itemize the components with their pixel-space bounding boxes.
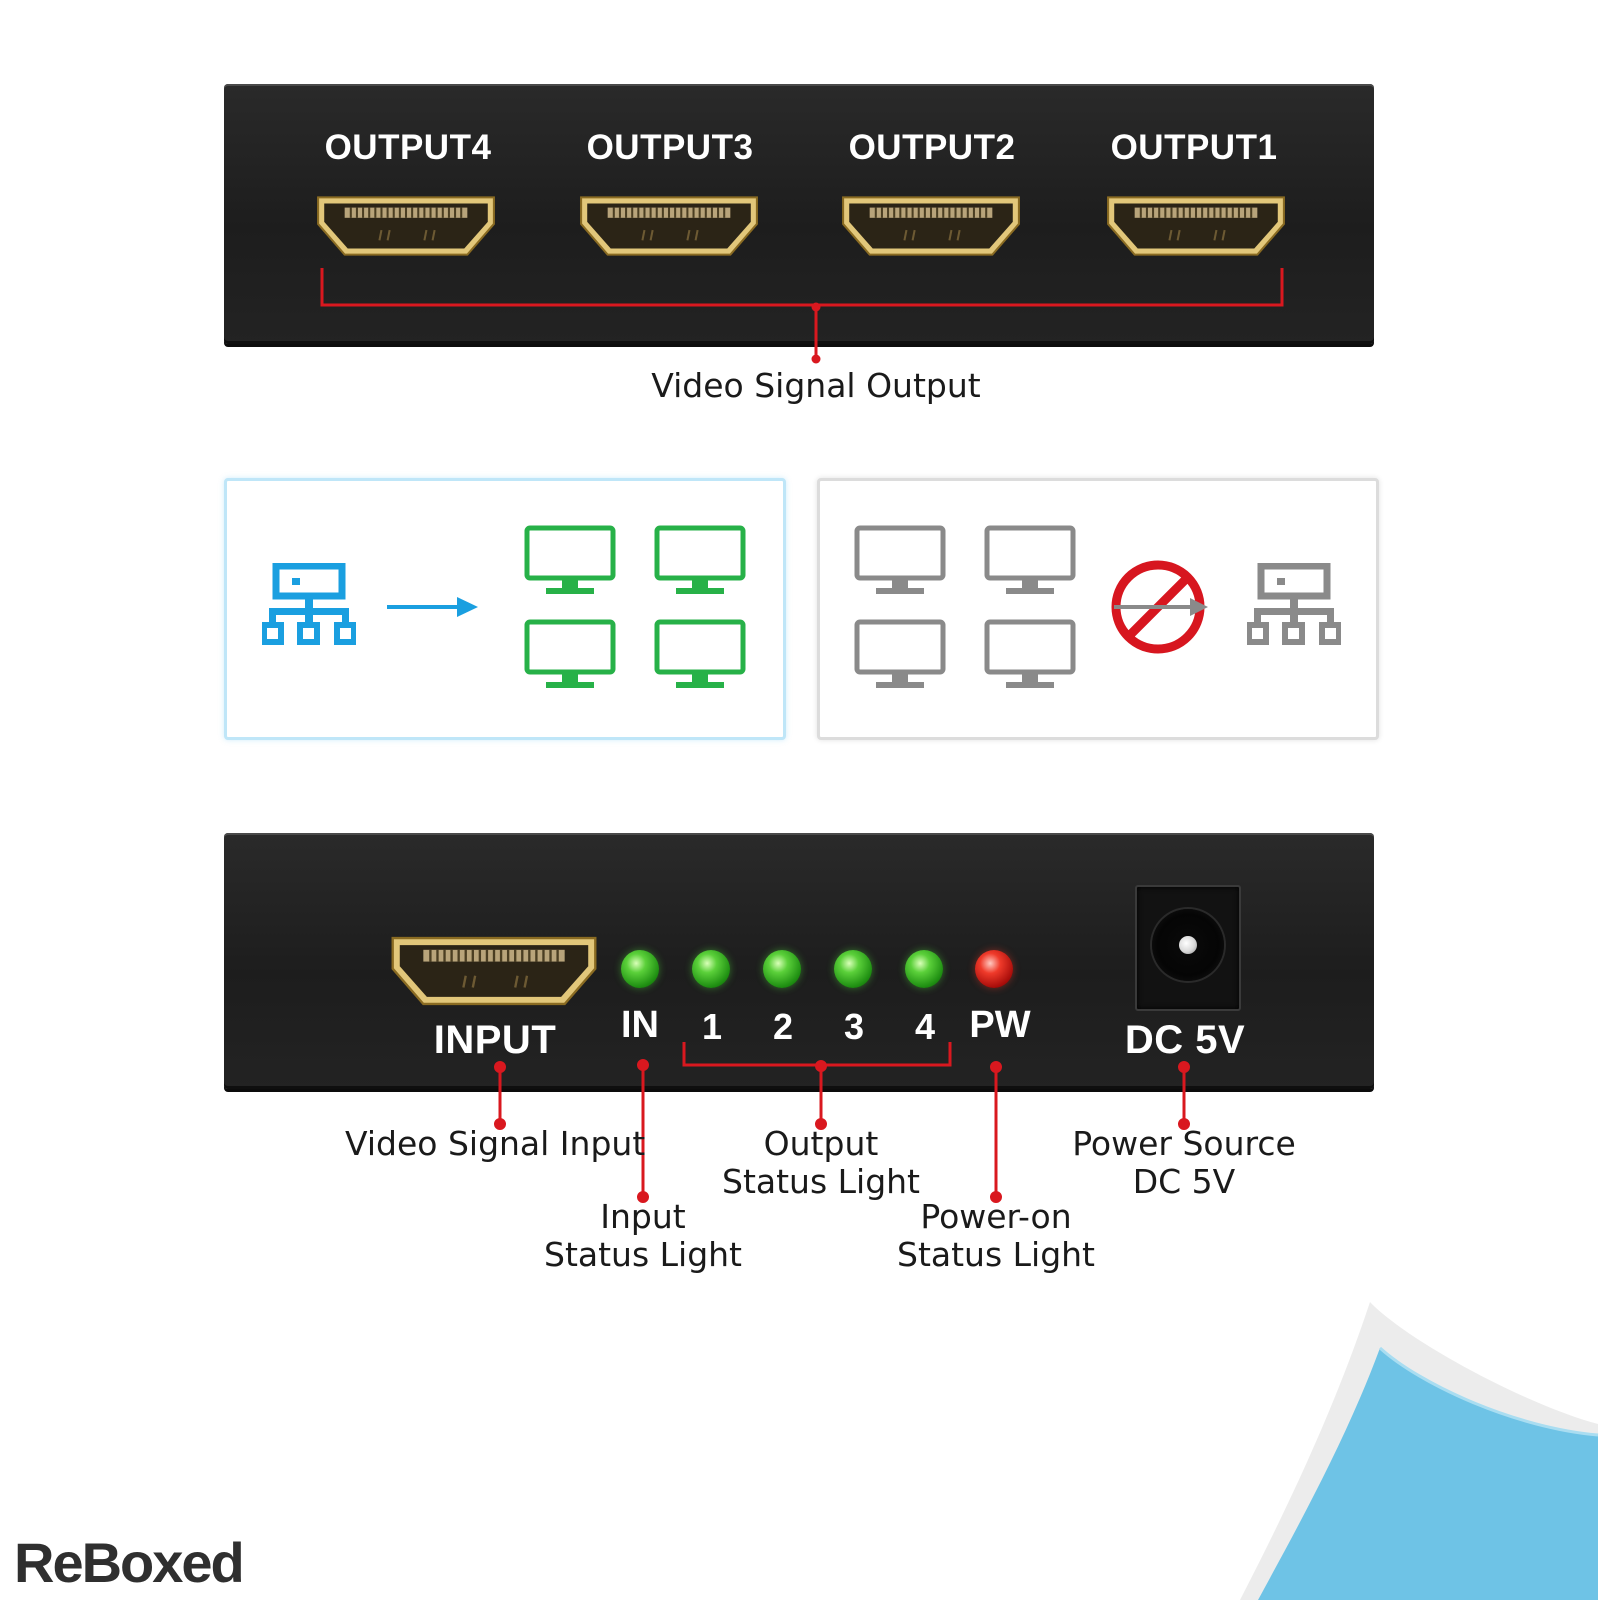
output-status-line1: Output (763, 1124, 879, 1163)
hdmi-output4-port[interactable] (314, 193, 498, 259)
led-label-4: 4 (914, 1006, 936, 1047)
dc-jack-pin (1179, 936, 1197, 954)
led-label-2: 2 (772, 1006, 794, 1047)
monitor-icon (984, 525, 1076, 597)
reboxed-logo: ReBoxed (14, 1531, 245, 1594)
input-status-light-label: Input Status Light (533, 1198, 753, 1274)
dc-power-jack[interactable] (1135, 885, 1241, 1011)
monitor-icon (524, 619, 616, 691)
led-in (621, 950, 659, 988)
output1-label: OUTPUT1 (1110, 128, 1278, 167)
hdmi-output1-port[interactable] (1104, 193, 1288, 259)
led-label-pw: PW (969, 1004, 1031, 1046)
monitor-icon (854, 525, 946, 597)
monitor-icon (524, 525, 616, 597)
monitor-icon (654, 619, 746, 691)
power-source-label: Power Source DC 5V (1064, 1125, 1304, 1201)
output3-label: OUTPUT3 (586, 128, 754, 167)
led-power (975, 950, 1013, 988)
led-output-1 (692, 950, 730, 988)
monitor-icon (984, 619, 1076, 691)
dc-jack-socket (1152, 909, 1224, 981)
output-callout-line (320, 268, 1284, 364)
power-on-line1: Power-on (920, 1197, 1072, 1236)
monitor-icon (654, 525, 746, 597)
output-status-line2: Status Light (722, 1162, 920, 1201)
led-label-in: IN (621, 1004, 659, 1046)
led-output-4 (905, 950, 943, 988)
input-label: INPUT (433, 1018, 557, 1062)
output4-label: OUTPUT4 (324, 128, 492, 167)
led-label-3: 3 (843, 1006, 865, 1047)
dc-5v-label: DC 5V (1124, 1018, 1246, 1062)
video-signal-output-label: Video Signal Output (651, 366, 981, 405)
bottom-callout-lines (494, 1042, 1190, 1203)
power-on-status-light-label: Power-on Status Light (886, 1198, 1106, 1274)
led-output-2 (763, 950, 801, 988)
power-source-line1: Power Source (1072, 1124, 1296, 1163)
input-status-line2: Status Light (544, 1235, 742, 1274)
led-output-3 (834, 950, 872, 988)
power-on-line2: Status Light (897, 1235, 1095, 1274)
led-label-1: 1 (701, 1006, 723, 1047)
output-status-light-label: Output Status Light (711, 1125, 931, 1201)
monitor-icon (854, 619, 946, 691)
page-curl-graphic (1240, 1302, 1599, 1600)
prohibited-icon (1111, 560, 1208, 654)
hdmi-output2-port[interactable] (839, 193, 1023, 259)
video-signal-input-label: Video Signal Input (345, 1124, 646, 1163)
input-status-line1: Input (600, 1197, 686, 1236)
hdmi-input-port[interactable] (388, 932, 600, 1010)
arrow-right-icon (387, 597, 478, 617)
network-icon (262, 563, 356, 651)
network-icon (1247, 563, 1341, 651)
power-source-line2: DC 5V (1132, 1162, 1236, 1201)
output2-label: OUTPUT2 (848, 128, 1016, 167)
hdmi-output3-port[interactable] (577, 193, 761, 259)
